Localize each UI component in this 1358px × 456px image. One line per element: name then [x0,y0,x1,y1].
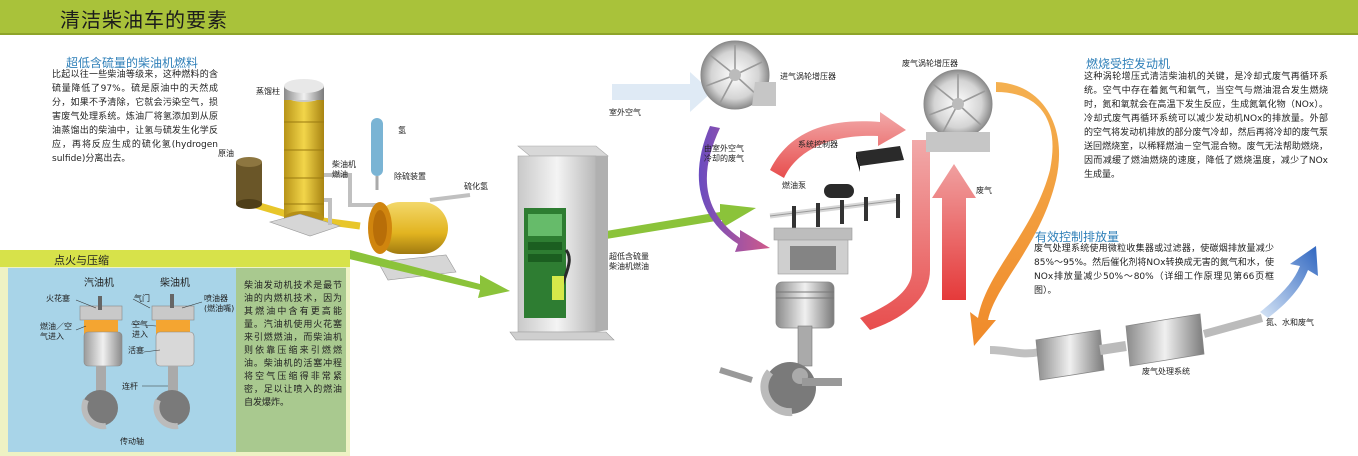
ignition-panel-header [0,250,350,267]
output-arrow [1260,246,1318,318]
hot-exhaust-arrow-top [770,112,906,178]
label-cooled-exhaust: 由室外空气冷却的废气 [704,144,744,163]
label-fuel-pump: 燃油泵 [782,181,806,190]
hydrogen-tank [371,118,383,176]
label-exhaust-turbo: 废气涡轮增压器 [902,59,958,68]
header-rule [0,33,1358,35]
green-arrow-to-engine [600,204,756,240]
label-spark-plug: 火花塞 [46,294,70,303]
label-exhaust: 废气 [976,186,992,195]
orange-exhaust-arrow [970,82,1060,346]
label-valve: 气门 [134,294,150,303]
label-distillation-column: 蒸馏柱 [256,87,280,96]
label-crankshaft: 传动轴 [120,437,144,446]
emission-section-title: 有效控制排放量 [1035,230,1120,244]
fuel-pump-unit [824,184,854,198]
treatment-unit-2 [1125,313,1205,367]
outside-air-arrow [612,72,712,112]
crude-oil-barrel [236,162,262,204]
header-bar [0,0,1358,33]
label-piston: 活塞 [128,346,144,355]
green-arrow-to-pump [345,250,510,298]
exhaust-up-arrow [932,164,976,300]
diesel-engine-label: 柴油机 [160,278,190,289]
ignition-text-area [236,268,346,452]
label-desulfurizer: 除硫装置 [394,172,426,181]
label-exhaust-treatment: 废气处理系统 [1142,367,1190,376]
hot-exhaust-loop [860,140,930,330]
diesel-engine-drawing [151,294,195,430]
gas-engine-drawing [79,296,123,430]
label-diesel-fuel: 柴油机燃油 [332,160,356,179]
gas-engine-label: 汽油机 [84,278,114,289]
label-air-intake: 空气进入 [132,320,148,339]
label-fuel-air-intake: 燃油／空气进入 [40,322,72,341]
label-crude-oil: 原油 [218,149,234,158]
label-output-gases: 氮、水和废气 [1266,318,1314,327]
label-hydrogen: 氢 [398,126,406,135]
label-hydrogen-sulfide: 硫化氢 [464,182,488,191]
engine-piston [775,281,835,329]
cooled-exhaust-arrow [698,126,770,252]
emission-section-body: 废气处理系统使用微粒收集器或过滤器，使碳烟排放量减少85%～95%。然后催化剂将… [1034,244,1274,296]
ignition-title: 点火与压缩 [54,254,109,267]
label-outside-air: 室外空气 [609,108,641,117]
desulfurizer-tank [374,202,448,254]
control-box [856,146,904,166]
page-title: 清洁柴油车的要素 [60,8,228,32]
fuel-section-title: 超低含硫量的柴油机燃料 [66,56,199,70]
distillation-column [284,94,324,218]
combustion-section-title: 燃烧受控发动机 [1086,57,1171,71]
label-intake-turbo: 进气涡轮增压器 [780,72,836,81]
label-system-controller: 系统控制器 [798,140,838,149]
label-ulsd-fuel: 超低含硫量柴油机燃油 [609,252,649,271]
label-connecting-rod: 连杆 [122,382,138,391]
label-injector: 喷油器(燃油嘴) [204,294,235,313]
ignition-body: 柴油发动机技术是最节油的内燃机技术，因为其燃油中含有更高能量。汽油机使用火花塞来… [244,281,342,408]
fuel-section-body: 比起以往一些柴油等级来，这种燃料的含硫量降低了97%。硫是原油中的天然成分，如果… [52,70,218,164]
combustion-section-body: 这种涡轮增压式清洁柴油机的关键，是冷却式废气再循环系统。空气中存在着氮气和氧气，… [1084,72,1328,180]
treatment-unit-1 [1035,329,1105,381]
ignition-engines-art [75,294,203,430]
